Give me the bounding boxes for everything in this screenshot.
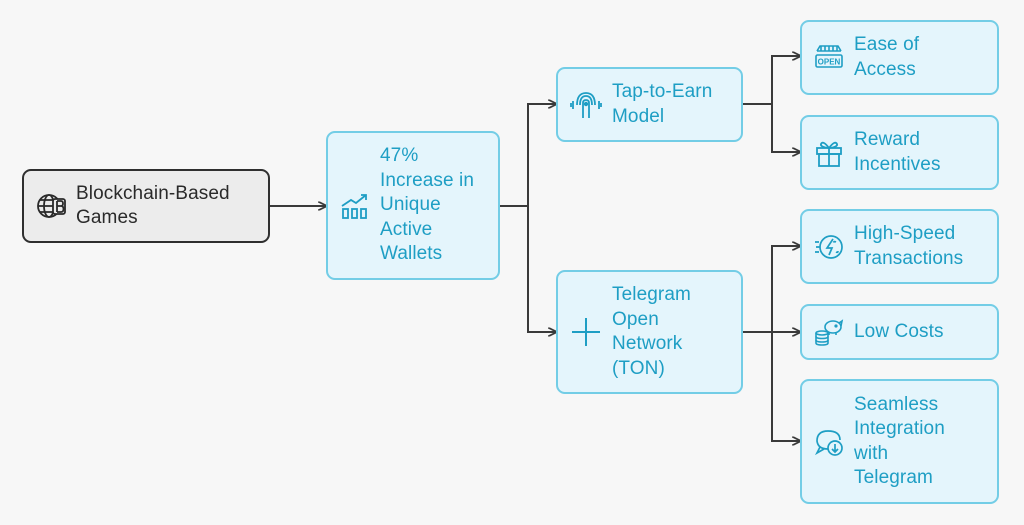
node-tap-to-earn[interactable]: Tap-to-Earn Model (556, 67, 743, 142)
tap-touch-icon (570, 90, 602, 120)
piggy-coins-icon (814, 317, 844, 347)
node-high-speed-transactions[interactable]: High-Speed Transactions (800, 209, 999, 284)
open-sign-icon: OPEN (814, 43, 844, 73)
connector-ton-seamless (743, 331, 800, 441)
node-low-costs[interactable]: Low Costs (800, 304, 999, 360)
connector-ton-speed (743, 246, 800, 333)
node-tap-to-earn-label: Tap-to-Earn Model (612, 81, 713, 127)
node-telegram-open-network[interactable]: Telegram Open Network (TON) (556, 270, 743, 394)
node-reward-incentives[interactable]: Reward Incentives (800, 115, 999, 190)
node-low-costs-label: Low Costs (854, 320, 944, 342)
connector-increase-ton (500, 205, 556, 332)
node-ease-of-access[interactable]: OPEN Ease of Access (800, 20, 999, 95)
node-seamless-integration[interactable]: Seamless Integration with Telegram (800, 379, 999, 504)
node-wallet-increase-label: 47% Increase in Unique Active Wallets (380, 145, 475, 265)
node-seamless-integration-label: Seamless Integration with Telegram (854, 393, 945, 489)
connector-increase-tap (500, 104, 556, 207)
svg-text:OPEN: OPEN (818, 57, 841, 66)
growth-chart-icon (340, 191, 370, 221)
node-ease-of-access-label: Ease of Access (854, 34, 920, 80)
globe-blockchain-icon (36, 191, 66, 221)
chat-download-icon (814, 427, 844, 457)
connector-tap-ease (743, 56, 800, 105)
gift-icon (814, 138, 844, 168)
node-blockchain-games-label: Blockchain-Based Games (76, 182, 230, 229)
connector-tap-reward (743, 103, 800, 152)
plus-icon (570, 316, 602, 348)
node-blockchain-games[interactable]: Blockchain-Based Games (22, 169, 270, 243)
fast-money-icon (814, 232, 844, 262)
node-telegram-open-network-label: Telegram Open Network (TON) (612, 284, 691, 379)
node-wallet-increase[interactable]: 47% Increase in Unique Active Wallets (326, 131, 500, 280)
node-high-speed-transactions-label: High-Speed Transactions (854, 223, 964, 269)
node-reward-incentives-label: Reward Incentives (854, 129, 941, 175)
